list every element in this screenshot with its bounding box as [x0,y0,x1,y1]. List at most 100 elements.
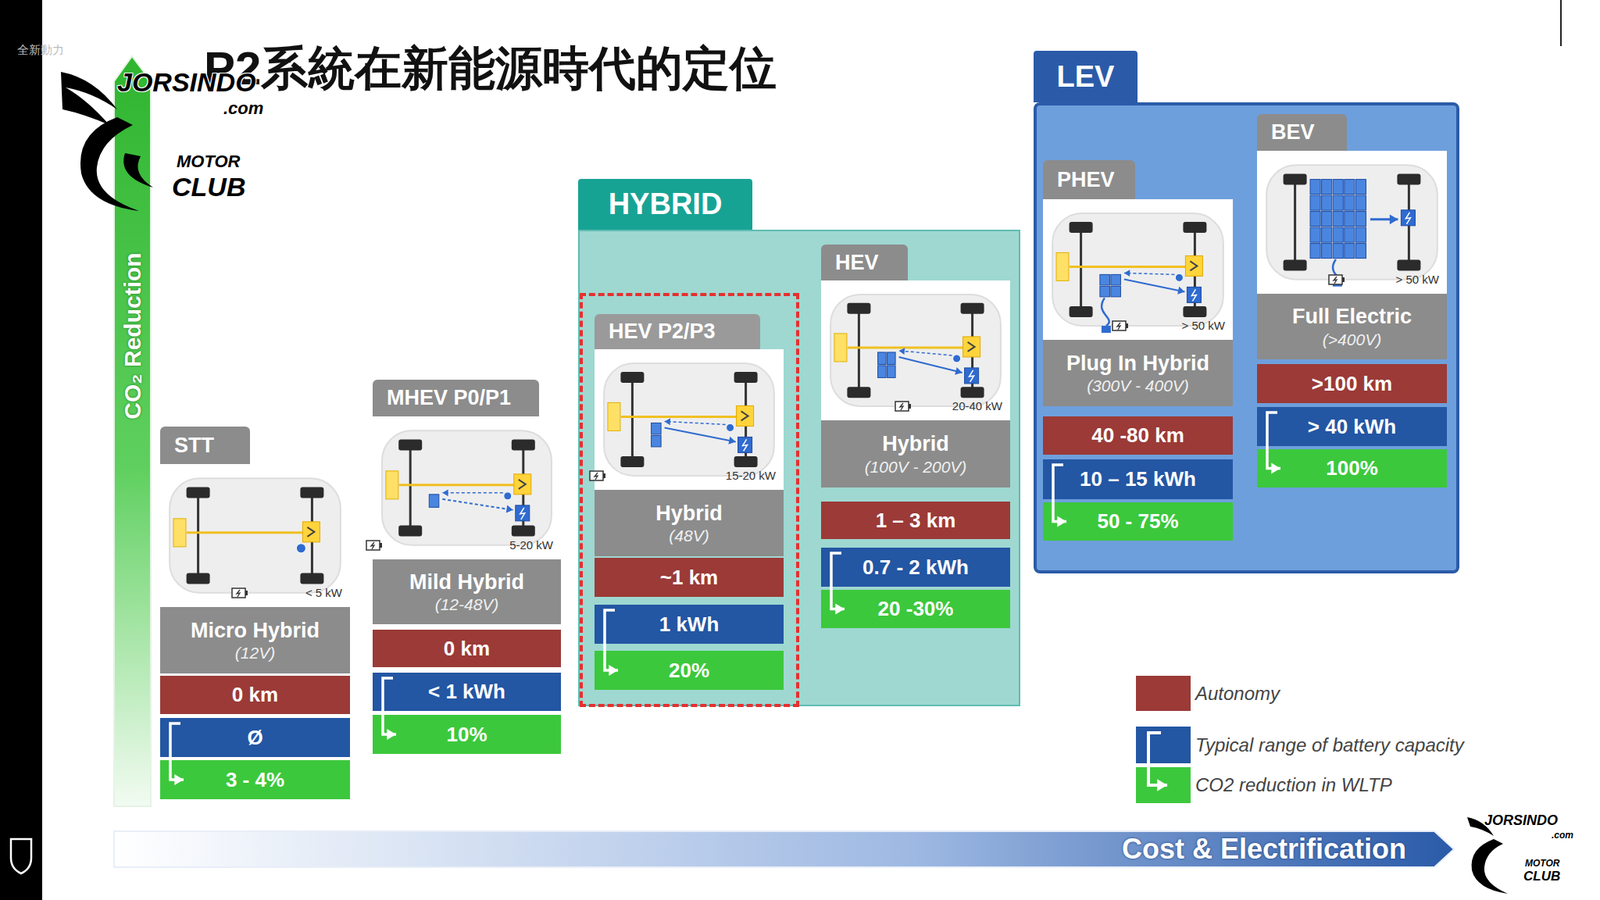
group-tab: HYBRID [578,178,753,230]
gear-mark [1189,260,1197,271]
type-box: Hybrid(100V - 200V) [821,420,1011,488]
arrow-line [442,499,514,511]
red-value-box: ~1 km [594,557,784,597]
type-name: Mild Hybrid [409,569,525,595]
bolt [742,439,748,451]
battery-cell [1100,274,1111,286]
card-tab: BEV [1257,114,1347,151]
voltage-label: (12V) [235,642,275,663]
powertrain-illustration [160,464,350,608]
battery-cell [1100,285,1111,297]
cost-bar [114,831,1454,868]
e-motor [738,436,753,453]
wheel [846,386,871,398]
type-name: Plug In Hybrid [1066,350,1210,376]
arrow-line [604,610,618,671]
wheel [1069,221,1093,233]
vehicle-card: BEV > 50 kW Full Electric(>400V) >100 km > 4… [1257,114,1447,488]
watermark: MOTOR [176,151,240,172]
battery-cell [1321,243,1333,259]
blue-value-box: 1 kWh [594,604,784,644]
battery-icon [589,470,607,482]
battery-cell [1332,227,1343,243]
range-value: >100 km [1311,371,1393,397]
voltage-label: (>400V) [1322,329,1382,350]
battery-cell [1321,195,1333,211]
wheel [398,439,422,451]
wheel [186,572,211,584]
type-box: Plug In Hybrid(300V - 400V) [1042,339,1233,407]
e-motor [1186,286,1201,303]
battery-cell [1332,179,1343,195]
vehicle-card: MHEV P0/P15-20 kWMild Hybrid(12-48V)0 km… [372,379,561,754]
power-label: > 50 kW [1396,272,1440,286]
type-box: Mild Hybrid(12-48V) [372,559,561,625]
wheel [186,487,211,499]
illustration-area [372,416,561,560]
green-value-box: 20 -30% [821,589,1011,629]
legend-text: Typical range of battery capacity [1195,734,1465,757]
wheel [620,456,644,468]
vehicle-card: PHEV> 50 kWPlug In Hybrid(300V - 400V)40… [1042,160,1233,541]
watermark: CLUB [171,171,246,203]
arrow-head [386,728,397,740]
arrow-line [382,678,397,735]
type-name: Micro Hybrid [190,617,320,643]
gear-mark [518,479,526,490]
red-value-box: 1 – 3 km [821,501,1011,540]
gearbox [514,474,532,495]
axis-label: CO₂ Reduction [119,252,147,419]
arrow-line [1267,412,1281,469]
bolt [1405,212,1411,225]
gearbox [302,521,320,543]
illustration-area [1257,150,1447,294]
watermark: MOTOR [1525,857,1560,869]
co2-value: 3 - 4% [225,767,285,793]
battery-cell [1355,243,1366,259]
blue-value-box: 0.7 - 2 kWh [821,547,1011,587]
side-text: 全新動力 [17,43,29,58]
battery-cell [1110,274,1122,286]
battery-cell [1332,243,1343,259]
side-bar [0,0,43,900]
wheel [846,303,871,315]
group-panel: HYBRIDHEV P2/P315-20 kWHybrid(48V)~1 km1… [578,178,1021,707]
type-box: Full Electric(>400V) [1257,293,1447,360]
powertrain-illustration [1257,150,1447,294]
logo-swoosh-small [1467,817,1508,894]
bolt [520,507,525,520]
charge-cable [1101,297,1110,326]
battery-cell [1310,211,1321,227]
gear-mark [741,410,749,421]
battery-cell [1321,179,1333,195]
power-label: 5-20 kW [509,538,554,552]
battery-cell [1321,211,1333,227]
engine [607,402,621,431]
blue-value-box: Ø [160,717,350,758]
bolt [1191,289,1197,301]
battery-cell [1344,195,1355,211]
arrow-head [664,417,672,425]
battery-cell [1344,211,1355,227]
e-motor [515,505,530,522]
drive-shaft [186,531,303,534]
battery-cell [1344,227,1355,243]
watermark: .com [1551,829,1574,841]
card-tab: MHEV P0/P1 [372,379,540,417]
arrow-line [899,357,963,373]
battery-value: 1 kWh [659,612,720,637]
starter [296,543,306,554]
title: P2系統在新能源時代的定位 [203,37,777,101]
battery-cell [1310,227,1321,243]
legend-swatch [1135,675,1191,711]
battery-cell [887,365,897,379]
watermark: JORSINDO [117,67,257,98]
car-body [382,430,552,545]
battery-icon [231,587,249,599]
wheel [960,386,985,398]
battery-cell [1310,243,1321,259]
gearbox [963,336,981,358]
coupling [726,423,735,432]
battery-value: > 40 kWh [1307,414,1397,440]
engine [385,471,399,500]
